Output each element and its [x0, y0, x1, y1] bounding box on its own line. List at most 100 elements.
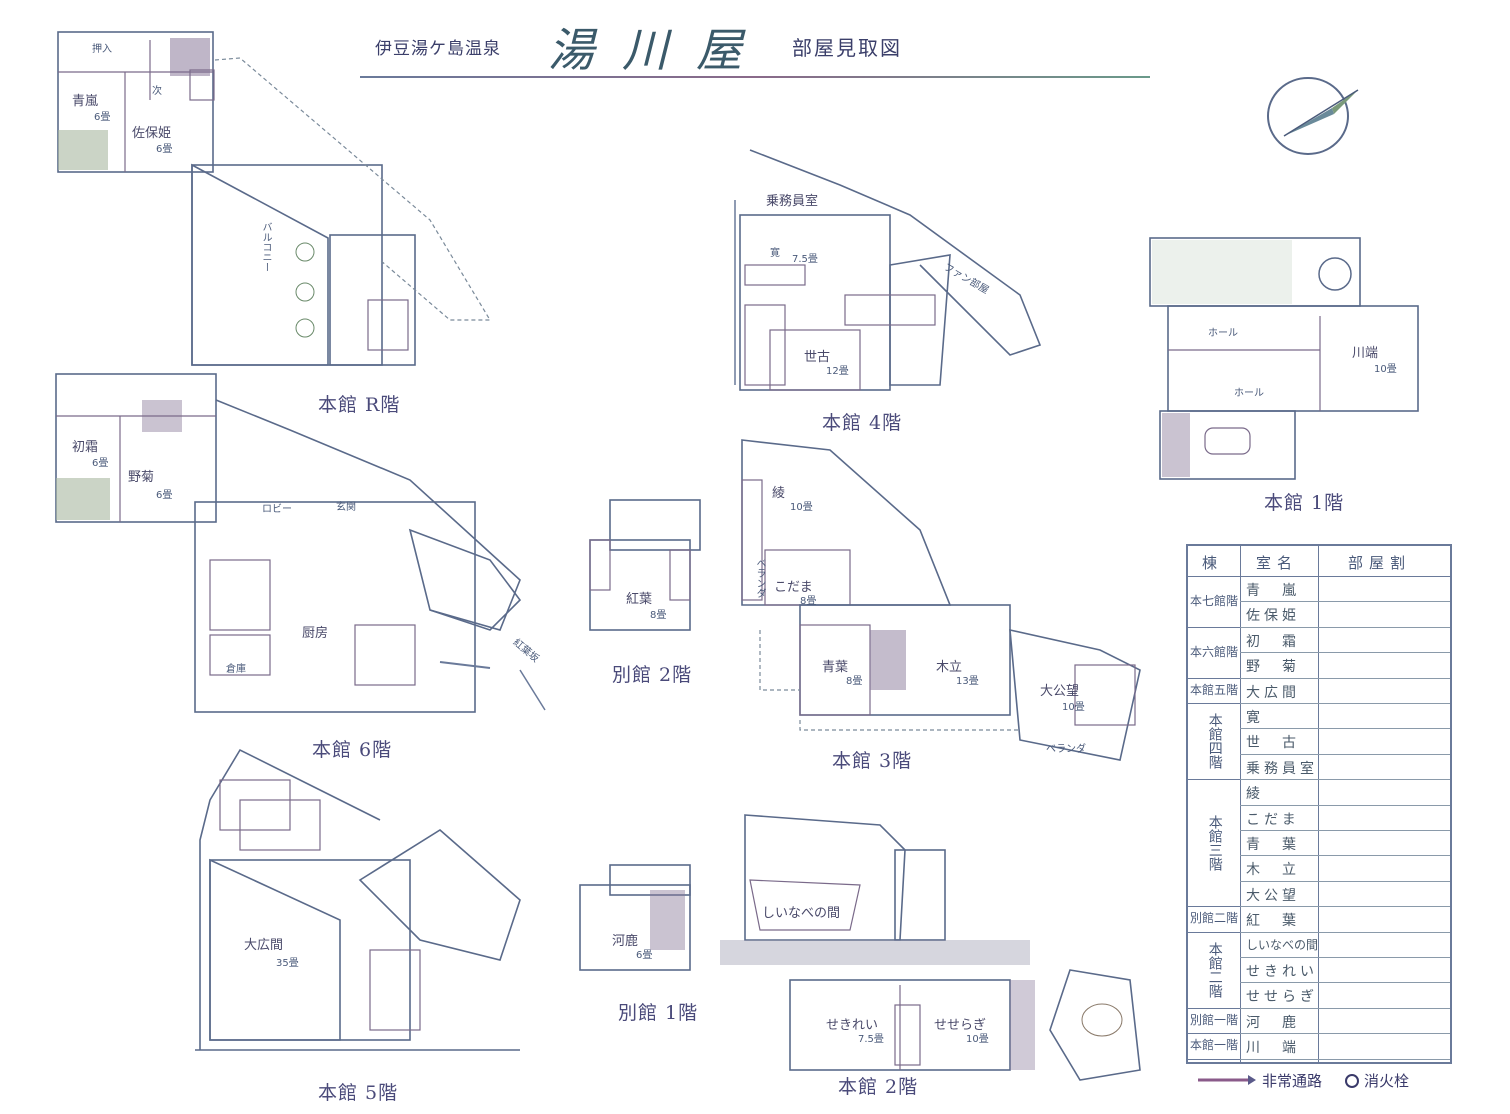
room-ookoubou: 大公望 [1040, 684, 1080, 699]
table-row: 大広間 [1240, 678, 1450, 704]
table-row: せせらぎ [1240, 982, 1450, 1009]
room-kawabata-size: 10畳 [1374, 364, 1397, 375]
table-room-name: 大公望 [1246, 887, 1300, 904]
table-header: 棟 室名 部屋割 [1188, 546, 1450, 577]
room-sahohime: 佐保姫 [132, 126, 172, 141]
room-aoarashi-size: 6畳 [94, 112, 111, 123]
floor-label-honkan-3: 本館 3階 [832, 750, 913, 772]
table-row: 野 菊 [1240, 652, 1450, 679]
floor-plan-honkan-3 [741, 439, 1141, 761]
table-row: 木 立 [1240, 855, 1450, 882]
label-balcony: バルコニー [260, 222, 271, 272]
table-building-cell: 本六館階 [1188, 627, 1240, 679]
table-row: 河 鹿 [1240, 1008, 1450, 1035]
table-building-cell: 本館一階 [1188, 1033, 1240, 1060]
table-row: 紅 葉 [1240, 906, 1450, 933]
floor-label-honkan-2: 本館 2階 [838, 1076, 919, 1098]
room-nogiku-size: 6畳 [156, 490, 173, 501]
floor-plan-honkan-2 [720, 814, 1141, 1081]
room-aoba-size: 8畳 [846, 676, 863, 687]
table-room-name: 大広間 [1246, 684, 1300, 701]
table-row: 乗務員室 [1240, 754, 1450, 781]
table-room-name: 木 立 [1246, 862, 1300, 879]
table-row: 川 端 [1240, 1033, 1450, 1060]
table-header-note: 部屋割 [1348, 554, 1412, 572]
table-room-name: 青 葉 [1246, 837, 1300, 853]
legend-hydrant: 消火栓 [1364, 1072, 1410, 1090]
floor-plan-honkan-1 [1149, 237, 1419, 480]
table-room-name: 世 古 [1246, 735, 1300, 752]
room-ohiroma: 大広間 [244, 938, 284, 953]
room-momiji-size: 8畳 [650, 610, 667, 621]
table-building-cell: 本館四階 [1188, 703, 1240, 781]
table-room-name: 綾 [1246, 786, 1264, 803]
table-room-name: こだま [1246, 811, 1300, 828]
room-joumuin: 乗務員室 [766, 194, 819, 209]
room-kodachi: 木立 [936, 660, 963, 675]
room-kawashika: 河鹿 [612, 934, 639, 949]
label-hall-1: ホール [1208, 328, 1238, 339]
onsen-title: 伊豆湯ケ島温泉 [375, 39, 501, 59]
label-genkan: 玄関 [336, 502, 356, 513]
table-row: こだま [1240, 805, 1450, 831]
table-header-room: 室名 [1256, 554, 1299, 572]
room-nogiku: 野菊 [128, 470, 155, 485]
floor-label-honkan-r: 本館 R階 [318, 394, 401, 416]
floor-plan-bekkan-1 [579, 864, 691, 971]
table-row: 初 霜 [1240, 627, 1450, 654]
room-ookoubou-size: 10畳 [1062, 702, 1085, 713]
room-aya: 綾 [772, 486, 786, 501]
table-row: 寛 [1240, 703, 1450, 730]
room-kawabata: 川端 [1352, 346, 1379, 361]
room-seseragi-size: 10畳 [966, 1034, 989, 1045]
room-ohiroma-size: 35畳 [276, 958, 299, 969]
table-header-building: 棟 [1202, 554, 1218, 572]
floor-plan-bekkan-2 [589, 499, 701, 631]
floor-plan-honkan-r [57, 31, 492, 366]
floor-label-honkan-6: 本館 6階 [312, 739, 393, 761]
label-oshiire: 押入 [92, 44, 112, 55]
room-hatsushimo-size: 6畳 [92, 458, 109, 469]
room-seseragi: せせらぎ [934, 1018, 987, 1033]
room-sekirei: せきれい [826, 1018, 879, 1033]
table-building-cell: 本七館階 [1188, 576, 1240, 628]
table-building-cell: 本館二階 [1188, 932, 1240, 1009]
room-aoarashi: 青嵐 [72, 94, 99, 109]
table-room-name: 野 菊 [1246, 659, 1300, 676]
label-kitchen: 厨房 [302, 626, 329, 641]
room-aoba: 青葉 [822, 660, 849, 675]
label-lobby: ロビー [262, 504, 292, 515]
label-tsugi: 次 [152, 86, 162, 97]
label-veranda-3a: ベランダ [754, 558, 765, 598]
table-room-name: 川 端 [1246, 1040, 1300, 1057]
floor-plan-honkan-6 [55, 373, 546, 713]
room-kodama-size: 8畳 [800, 596, 817, 607]
table-row: 綾 [1240, 779, 1450, 806]
room-kan-size: 7.5畳 [792, 254, 818, 265]
table-room-name: 寛 [1246, 710, 1264, 726]
room-aya-size: 10畳 [790, 502, 813, 513]
table-room-name: 青 嵐 [1246, 583, 1300, 599]
room-sahohime-size: 6畳 [156, 144, 173, 155]
map-subtitle: 部屋見取図 [792, 36, 902, 60]
hydrant-icon [1345, 1074, 1359, 1088]
label-hall-2: ホール [1234, 388, 1264, 399]
table-room-name: 乗務員室 [1246, 760, 1318, 777]
table-row: しいなべの間 [1240, 932, 1450, 958]
table-row: 佐保姫 [1240, 601, 1450, 628]
legend-exit-route: 非常通路 [1262, 1072, 1323, 1090]
room-sekirei-size: 7.5畳 [858, 1034, 884, 1045]
table-building-cell: 別館一階 [1188, 1008, 1240, 1035]
room-kodachi-size: 13畳 [956, 676, 979, 687]
table-room-name: せきれい [1246, 964, 1318, 980]
table-room-name: しいなべの間 [1246, 937, 1319, 952]
table-row: 青 葉 [1240, 830, 1450, 857]
room-seko-size: 12畳 [826, 366, 849, 377]
floor-label-bekkan-2: 別館 2階 [612, 664, 693, 686]
floor-plan-honkan-5 [195, 748, 521, 1051]
room-kodama: こだま [774, 580, 813, 595]
table-room-name: 紅 葉 [1246, 913, 1300, 930]
room-table: 棟 室名 部屋割 本七館階青 嵐佐保姫本六館階初 霜野 菊本館五階大広間本館四階… [1186, 544, 1452, 1064]
floor-label-honkan-1: 本館 1階 [1264, 492, 1345, 514]
room-hatsushimo: 初霜 [72, 440, 99, 455]
